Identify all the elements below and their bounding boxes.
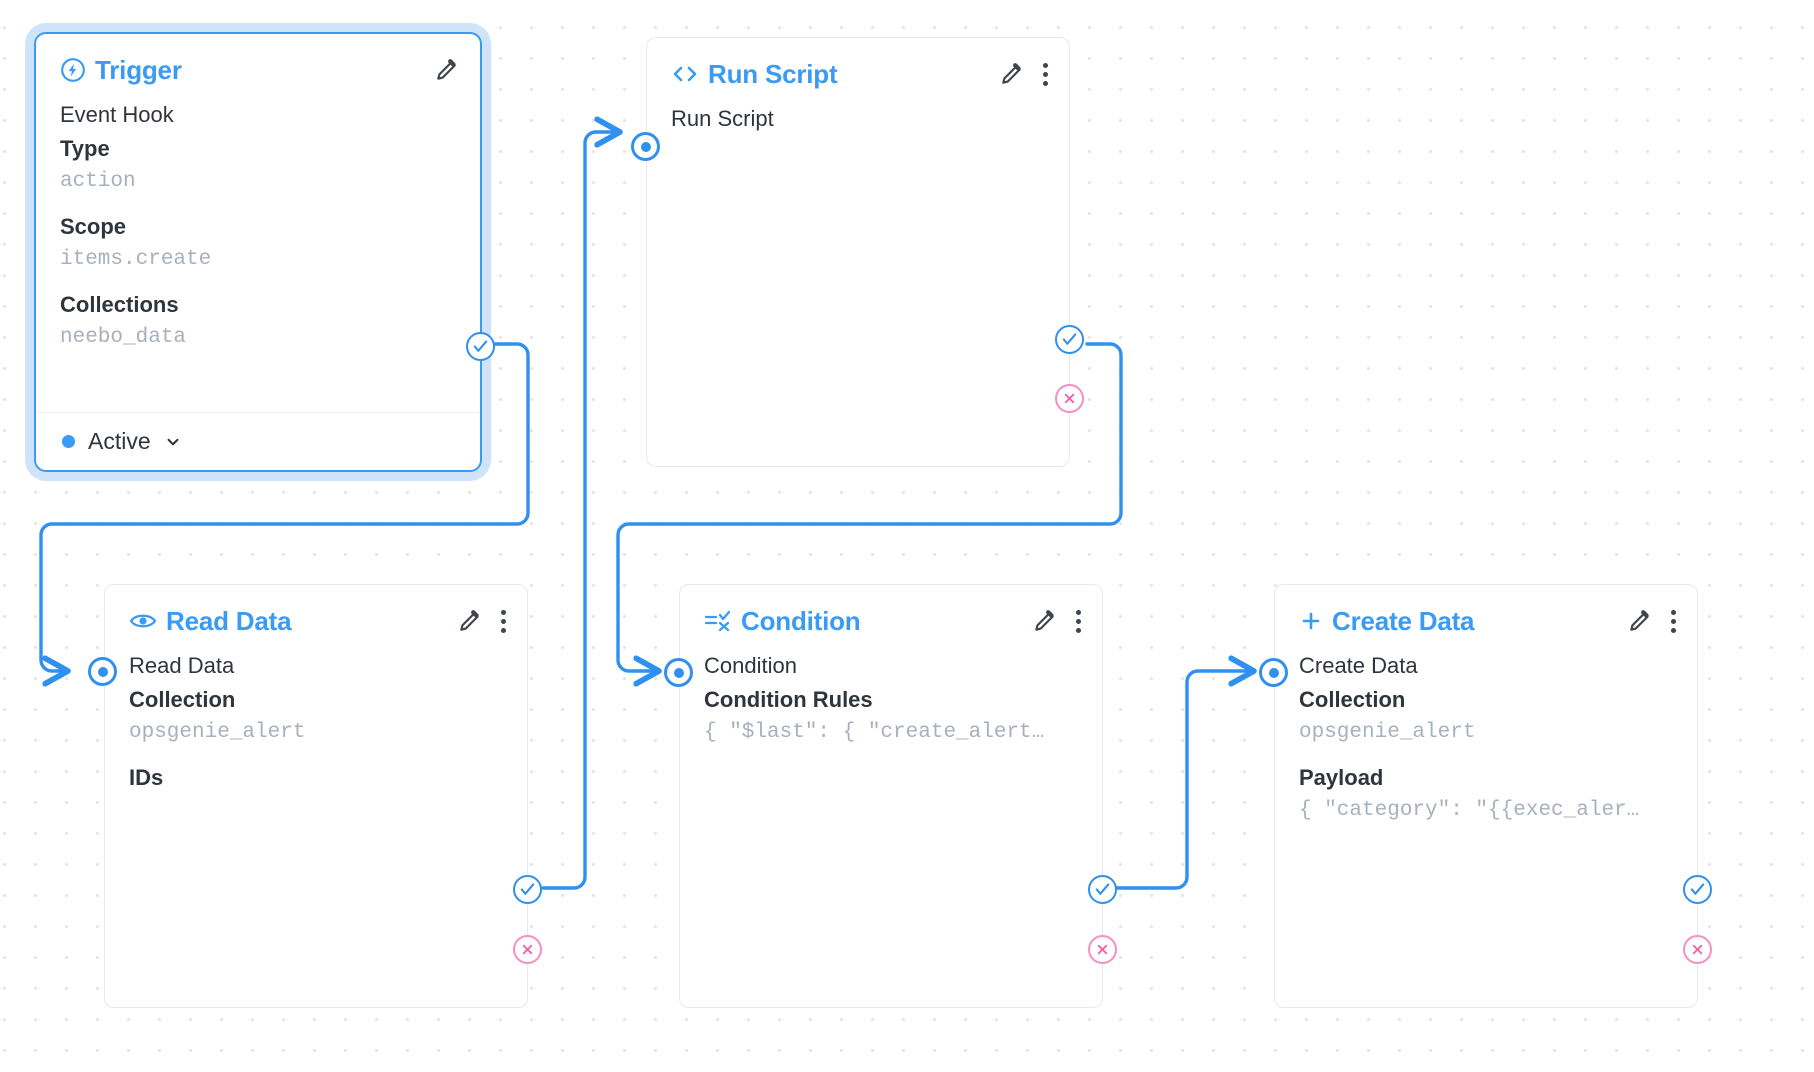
status-label: Active: [88, 428, 151, 454]
output-port-reject[interactable]: [1055, 384, 1084, 413]
output-port-success[interactable]: [1055, 325, 1084, 354]
field-value: { "category": "{{exec_aler…: [1299, 799, 1640, 822]
node-read-data-title: Read Data: [166, 605, 292, 636]
node-condition-actions: [1032, 608, 1082, 634]
code-brackets-icon: [671, 62, 699, 86]
node-condition-title-group: Condition: [704, 606, 861, 637]
node-trigger-footer: Active: [36, 412, 480, 470]
field-value: opsgenie_alert: [1299, 721, 1476, 744]
lightning-bolt-icon: [60, 57, 86, 83]
node-create-data-header: Create Data: [1275, 585, 1697, 639]
node-condition-body: Condition Condition Rules { "$last": { "…: [680, 639, 1102, 749]
input-port[interactable]: [631, 132, 660, 161]
output-port-success[interactable]: [1683, 875, 1712, 904]
field-value: Condition: [704, 653, 797, 678]
edit-icon[interactable]: [457, 608, 483, 634]
node-read-data-body: Read Data Collection opsgenie_alert IDs: [105, 639, 527, 795]
node-run-script-title: Run Script: [708, 58, 838, 89]
node-run-script[interactable]: Run Script Run Script: [631, 37, 1084, 467]
status-dropdown[interactable]: Active: [62, 428, 182, 455]
field-label: Condition Rules: [704, 687, 873, 712]
field-label: Collections: [60, 292, 179, 317]
field-value: Event Hook: [60, 102, 174, 127]
edit-icon[interactable]: [1032, 608, 1058, 634]
node-create-data-body: Create Data Collection opsgenie_alert Pa…: [1275, 639, 1697, 827]
node-read-data[interactable]: Read Data Read Data Collection opsgenie_…: [104, 584, 542, 1008]
node-create-data-title-group: Create Data: [1299, 605, 1475, 637]
node-condition-header: Condition: [680, 585, 1102, 639]
edit-icon[interactable]: [434, 57, 460, 83]
field-value: Create Data: [1299, 653, 1418, 678]
wire-condition-to-create-data: [1113, 671, 1254, 890]
node-create-data[interactable]: Create Data Create Data Collection opsge…: [1259, 584, 1712, 1008]
field-label: Payload: [1299, 765, 1384, 790]
field-value: neebo_data: [60, 326, 187, 349]
more-options-icon[interactable]: [1041, 61, 1049, 87]
edit-icon[interactable]: [1627, 608, 1653, 634]
field-value: { "$last": { "create_alert…: [704, 721, 1045, 744]
output-port-success[interactable]: [1088, 875, 1117, 904]
more-options-icon[interactable]: [499, 608, 507, 634]
edit-icon[interactable]: [999, 61, 1025, 87]
node-trigger-body: Event Hook Type action Scope items.creat…: [36, 88, 480, 354]
output-port-success[interactable]: [513, 875, 542, 904]
field-label: IDs: [129, 765, 164, 790]
node-trigger-actions: [434, 57, 460, 83]
node-read-data-title-group: Read Data: [129, 605, 292, 637]
more-options-icon[interactable]: [1074, 608, 1082, 634]
wire-read-data-to-run-script: [541, 132, 620, 890]
field-label: Collection: [129, 687, 236, 712]
node-run-script-actions: [999, 61, 1049, 87]
node-run-script-header: Run Script: [647, 38, 1069, 92]
field-value: Read Data: [129, 653, 235, 678]
plus-icon: [1299, 609, 1323, 633]
input-port[interactable]: [664, 658, 693, 687]
output-port-reject[interactable]: [1683, 935, 1712, 964]
field-label: Scope: [60, 214, 127, 239]
node-read-data-header: Read Data: [105, 585, 527, 639]
chevron-down-icon: [164, 433, 182, 451]
condition-filter-icon: [704, 609, 732, 633]
eye-icon: [129, 610, 157, 632]
node-run-script-body: Run Script: [647, 92, 1069, 136]
field-label: Collection: [1299, 687, 1406, 712]
node-read-data-actions: [457, 608, 507, 634]
field-value: opsgenie_alert: [129, 721, 306, 744]
node-condition-title: Condition: [741, 605, 861, 636]
field-value: items.create: [60, 248, 212, 271]
status-dot-icon: [62, 435, 75, 448]
node-create-data-actions: [1627, 608, 1677, 634]
node-trigger[interactable]: Trigger Event Hook Type action Scope ite…: [34, 32, 495, 472]
node-trigger-title: Trigger: [95, 54, 182, 85]
output-port-reject[interactable]: [1088, 935, 1117, 964]
field-value: Run Script: [671, 106, 774, 131]
node-trigger-header: Trigger: [36, 34, 480, 88]
node-condition[interactable]: Condition Condition Condition Rules { "$…: [664, 584, 1117, 1008]
node-run-script-title-group: Run Script: [671, 58, 838, 90]
input-port-read-data[interactable]: [88, 657, 117, 686]
output-port-success[interactable]: [466, 332, 495, 361]
node-trigger-title-group: Trigger: [60, 55, 182, 86]
input-port[interactable]: [1259, 658, 1288, 687]
field-value: action: [60, 170, 136, 193]
more-options-icon[interactable]: [1669, 608, 1677, 634]
output-port-reject[interactable]: [513, 935, 542, 964]
node-create-data-title: Create Data: [1332, 605, 1475, 636]
field-label: Type: [60, 136, 110, 161]
